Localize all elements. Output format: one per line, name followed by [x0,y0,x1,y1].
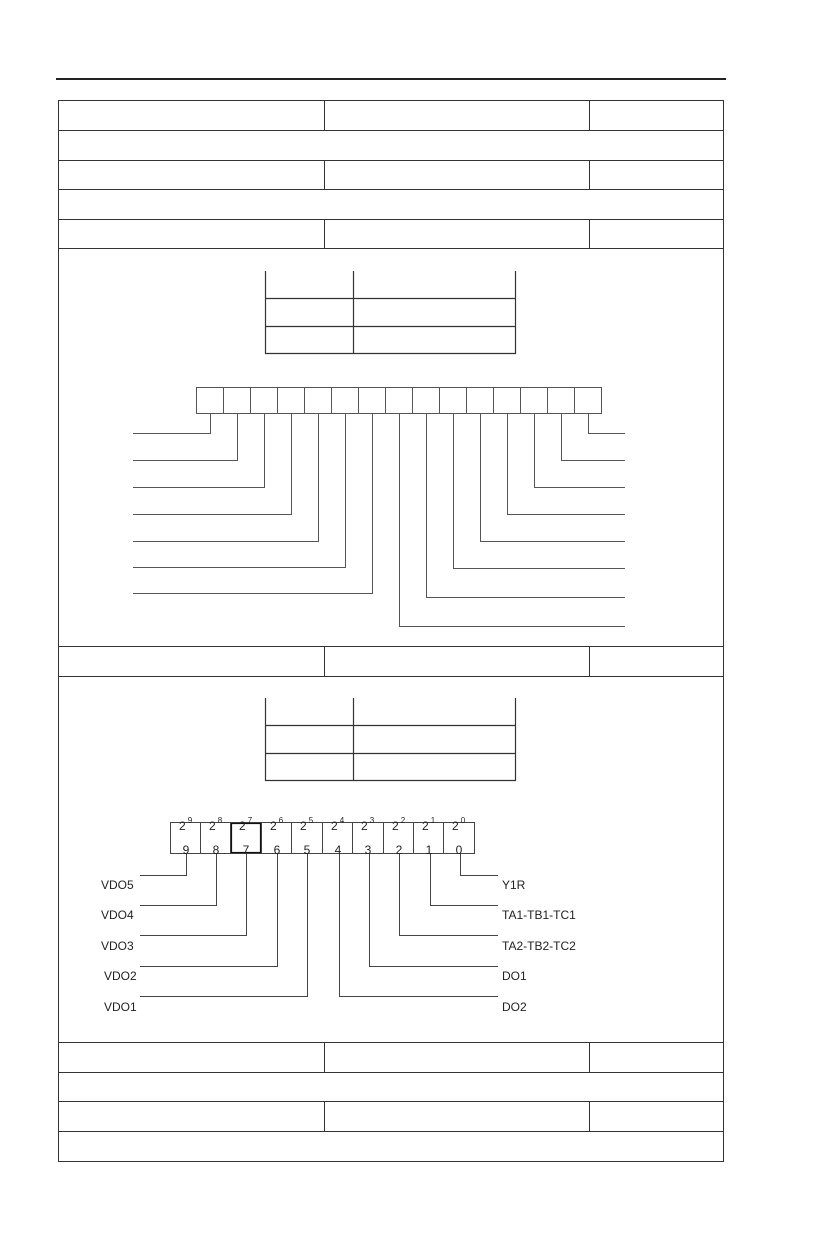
bit-power-exponent: 3 [369,816,375,825]
left-label-vdo2: VDO2 [104,969,137,983]
bit-number: 4 [334,843,342,857]
bit-power-base: 2 [422,819,429,833]
bit-power-exponent: 8 [217,816,223,825]
bit-power-base: 2 [179,819,186,833]
bit-power-base: 2 [331,819,338,833]
right-label-do2: DO2 [502,1000,527,1014]
bit-number: 1 [425,843,433,857]
right-label-y1r: Y1R [502,878,526,892]
bit-power-base: 2 [361,819,368,833]
bit-power-base: 2 [270,819,277,833]
bit-number: 7 [242,843,250,857]
bit-power-exponent: 6 [278,816,284,825]
right-label-ta2: TA2-TB2-TC2 [502,939,576,953]
bit-number: 2 [395,843,403,857]
main-table [58,100,724,1162]
bit-power-exponent: 5 [308,816,314,825]
bit-power-exponent: 9 [187,816,193,825]
bit-power-exponent: 2 [400,816,406,825]
bit-number: 8 [212,843,220,857]
right-label-ta1: TA1-TB1-TC1 [502,908,576,922]
bit-power-base: 2 [300,819,307,833]
page-top-rule [56,78,726,80]
bit-number: 0 [455,843,463,857]
bit-power-exponent: 1 [430,816,436,825]
right-label-do1: DO1 [502,969,527,983]
bit-power-base: 2 [239,819,246,833]
left-label-vdo3: VDO3 [101,939,134,953]
left-label-vdo4: VDO4 [101,908,134,922]
left-label-vdo5: VDO5 [101,878,134,892]
bit-power-base: 2 [392,819,399,833]
bit-number: 5 [303,843,311,857]
bit-number: 3 [364,843,372,857]
bit-power-exponent: 0 [460,816,466,825]
bit-number: 6 [273,843,281,857]
bit-power-exponent: 4 [339,816,345,825]
left-label-vdo1: VDO1 [104,1000,137,1014]
bit-power-exponent: 7 [247,816,253,825]
bit-power-base: 2 [209,819,216,833]
bit-number: 9 [182,843,190,857]
bit-power-base: 2 [452,819,459,833]
